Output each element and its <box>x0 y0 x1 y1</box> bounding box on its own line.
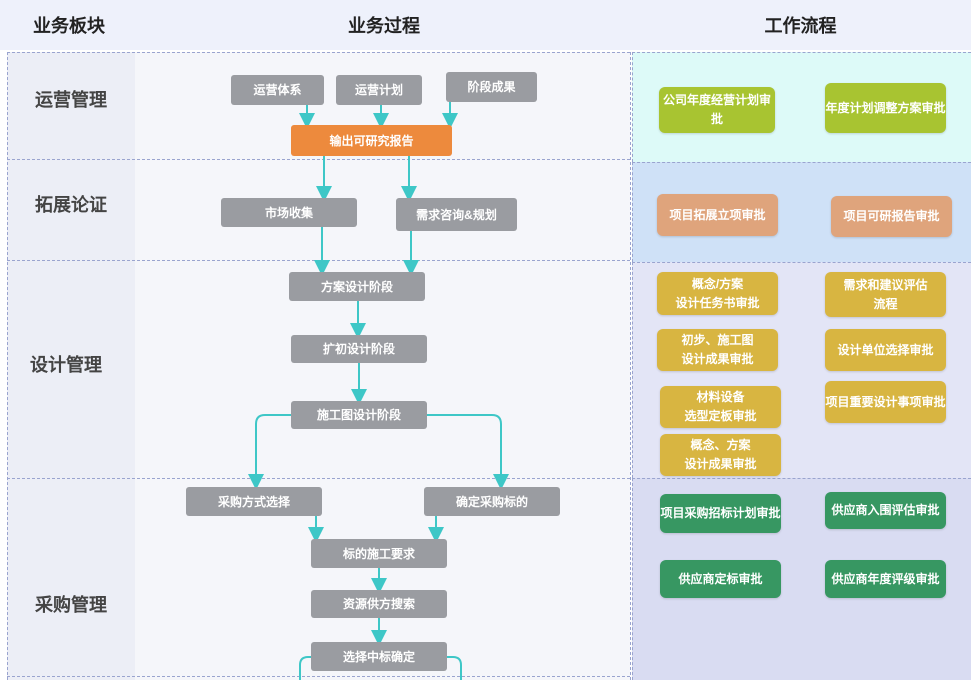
workflow-bid-plan-review[interactable]: 项目采购招标计划审批 <box>660 494 781 533</box>
workflow-concept-result-review[interactable]: 概念、方案 设计成果审批 <box>660 434 781 476</box>
process-scheme-design[interactable]: 方案设计阶段 <box>289 272 425 301</box>
arrow <box>427 414 509 490</box>
arrow <box>446 656 462 680</box>
process-bid-confirm[interactable]: 选择中标确定 <box>311 642 447 671</box>
workflow-design-unit-review[interactable]: 设计单位选择审批 <box>825 329 946 371</box>
workflow-concept-task-review[interactable]: 概念/方案 设计任务书审批 <box>657 272 778 315</box>
workflow-demand-eval[interactable]: 需求和建议评估 流程 <box>825 272 946 317</box>
workflow-preliminary-result-review[interactable]: 初步、施工图 设计成果审批 <box>657 329 778 371</box>
process-ops-system[interactable]: 运营体系 <box>231 75 324 105</box>
header-business-segment: 业务板块 <box>0 0 138 50</box>
lane-label-design: 设计管理 <box>30 355 102 375</box>
process-purchase-method[interactable]: 采购方式选择 <box>186 487 322 516</box>
lane-label-expansion: 拓展论证 <box>35 195 107 215</box>
workflow-supplier-bid-review[interactable]: 供应商定标审批 <box>660 560 781 598</box>
lane-divider <box>7 676 630 677</box>
lane-label-operation: 运营管理 <box>35 90 107 110</box>
process-market-collect[interactable]: 市场收集 <box>221 198 357 227</box>
header-business-process: 业务过程 <box>138 0 630 50</box>
workflow-feasibility-review[interactable]: 项目可研报告审批 <box>831 196 952 237</box>
lane-label-procurement: 采购管理 <box>35 595 107 615</box>
workflow-project-setup-review[interactable]: 项目拓展立项审批 <box>657 194 778 236</box>
workflow-supplier-annual-review[interactable]: 供应商年度评级审批 <box>825 560 946 598</box>
process-stage-results[interactable]: 阶段成果 <box>446 72 537 102</box>
lane-divider <box>7 478 630 479</box>
process-ops-plan[interactable]: 运营计划 <box>336 75 422 105</box>
process-column <box>135 52 630 680</box>
arrow <box>248 414 293 490</box>
lane-right-border <box>630 52 631 680</box>
workflow-material-review[interactable]: 材料设备 选型定板审批 <box>660 386 781 428</box>
process-preliminary-design[interactable]: 扩初设计阶段 <box>291 335 427 363</box>
process-feasibility-report[interactable]: 输出可研究报告 <box>291 125 452 156</box>
header-workflow: 工作流程 <box>630 0 971 50</box>
lane-divider <box>7 52 630 53</box>
process-supplier-search[interactable]: 资源供方搜索 <box>311 590 447 618</box>
process-construction-drawing[interactable]: 施工图设计阶段 <box>291 401 427 429</box>
process-construction-req[interactable]: 标的施工要求 <box>311 539 447 568</box>
workflow-annual-plan-review[interactable]: 公司年度经营计划审批 <box>659 87 775 133</box>
workflow-major-design-review[interactable]: 项目重要设计事项审批 <box>825 381 946 423</box>
workflow-supplier-entry-review[interactable]: 供应商入围评估审批 <box>825 492 946 529</box>
lane-divider <box>7 159 630 160</box>
lane-left-border <box>7 52 8 680</box>
process-demand-consult[interactable]: 需求咨询&规划 <box>396 198 517 231</box>
process-confirm-target[interactable]: 确定采购标的 <box>424 487 560 516</box>
arrow <box>299 656 313 680</box>
workflow-plan-adjust-review[interactable]: 年度计划调整方案审批 <box>825 83 946 133</box>
segment-column <box>7 52 135 680</box>
